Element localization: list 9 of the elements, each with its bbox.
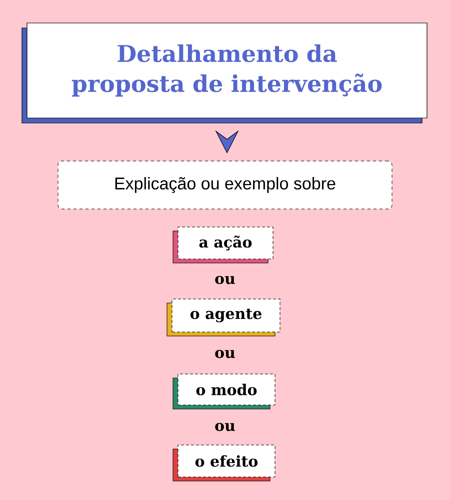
option-box: o efeito [172, 444, 276, 482]
title-box: Detalhamento da proposta de intervenção [22, 22, 428, 124]
option-box: a ação [172, 226, 274, 264]
option-box: o modo [172, 374, 276, 410]
connector-word: ou [215, 276, 235, 284]
option-box: o agente [166, 298, 280, 336]
connector-word: ou [215, 422, 235, 432]
connector-word: ou [215, 350, 235, 358]
text-box: Explicação ou exemplo sobre [58, 160, 392, 210]
